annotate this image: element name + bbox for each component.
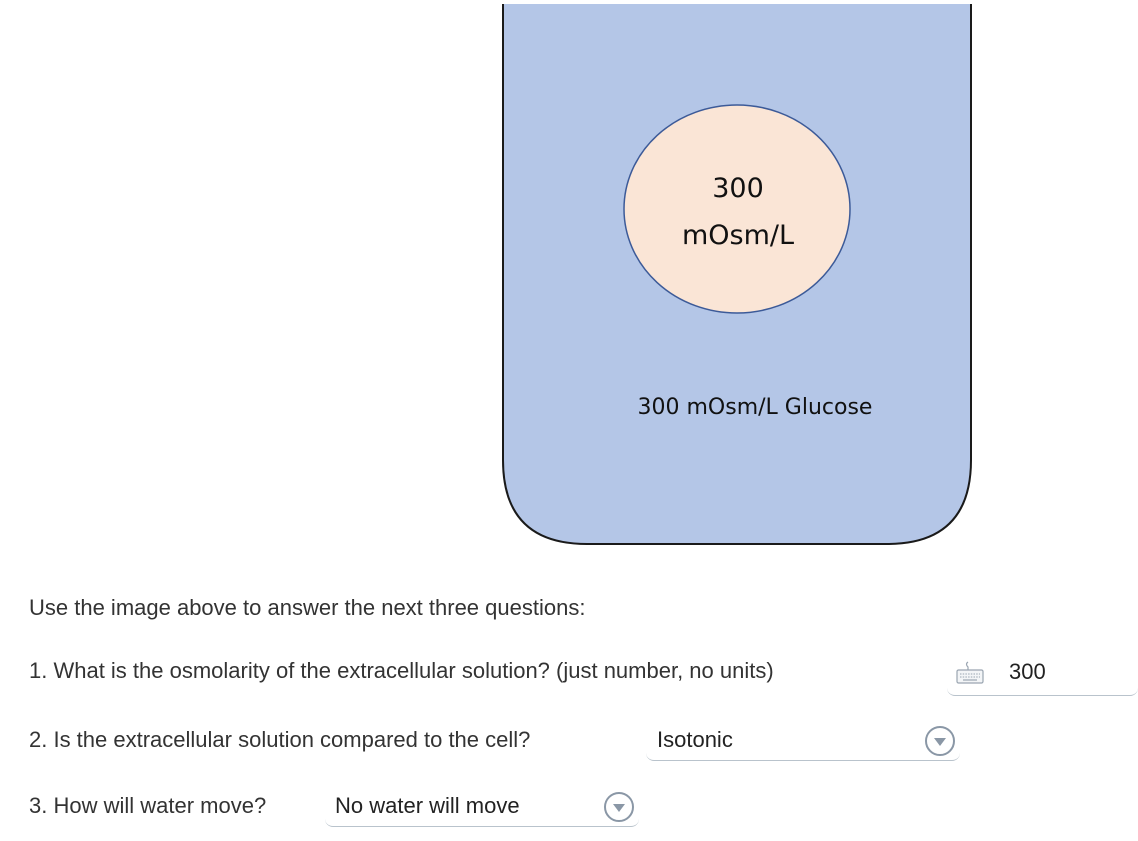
cell-osmolarity-unit: mOsm/L	[682, 220, 794, 251]
question-1-text: 1. What is the osmolarity of the extrace…	[29, 658, 774, 683]
question-3-text: 3. How will water move?	[29, 793, 267, 818]
question-3-answer-select[interactable]: No water will move	[325, 791, 639, 827]
question-2-text: 2. Is the extracellular solution compare…	[29, 727, 531, 752]
question-2-answer-select[interactable]: Isotonic	[646, 725, 960, 761]
keyboard-icon[interactable]	[955, 660, 985, 686]
dropdown-arrow-icon[interactable]	[924, 725, 956, 757]
question-3-answer-value[interactable]: No water will move	[335, 793, 520, 818]
question-2-answer-value[interactable]: Isotonic	[657, 727, 733, 752]
dropdown-arrow-icon[interactable]	[603, 791, 635, 823]
beaker-walls	[502, 4, 972, 545]
question-1-answer-value[interactable]: 300	[1009, 659, 1046, 684]
instructions-text: Use the image above to answer the next t…	[29, 595, 586, 620]
cell-osmolarity-value: 300	[712, 173, 764, 204]
question-1-answer-input[interactable]: 300	[947, 659, 1138, 696]
extracellular-solution-label: 300 mOsm/L Glucose	[638, 395, 873, 420]
beaker-diagram: 300 mOsm/L 300 mOsm/L Glucose	[502, 4, 972, 545]
cell-circle	[623, 104, 851, 314]
